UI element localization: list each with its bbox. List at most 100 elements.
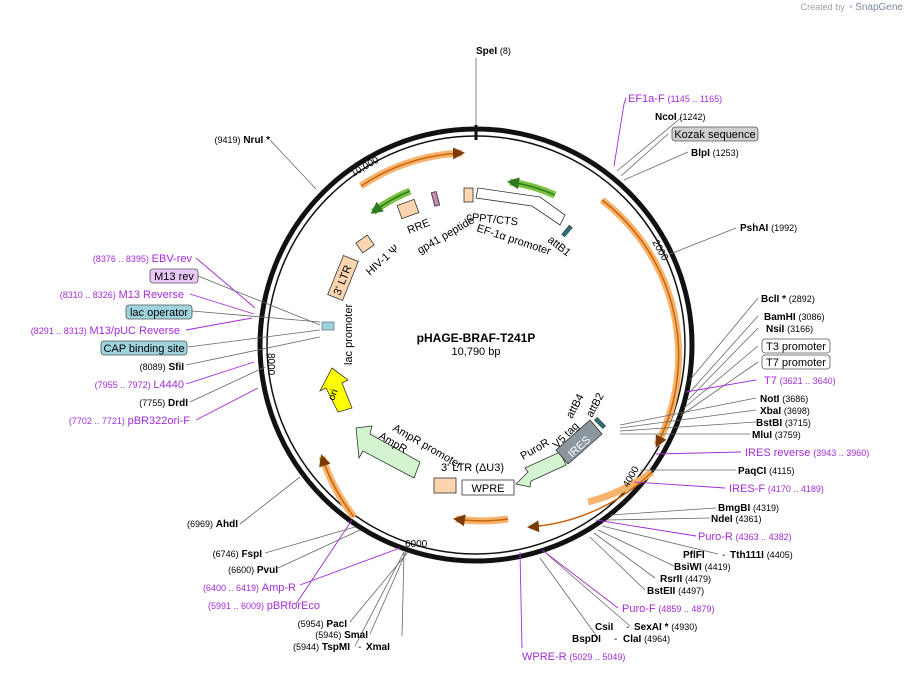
site-label-27[interactable]: XmaI [366, 642, 390, 653]
label-name: NotI [760, 394, 780, 405]
tick-6000: 6000 [405, 539, 428, 550]
site-label-15[interactable]: PflFI [683, 550, 705, 561]
leader-19 [601, 525, 719, 555]
leader-34 [187, 329, 321, 348]
label-name: M13/pUC Reverse [90, 325, 180, 337]
label-pos: (5944) [293, 642, 319, 652]
site-label-26[interactable]: (5944) TspMI [293, 642, 350, 653]
site-label-30[interactable]: (6969) AhdI [187, 519, 238, 530]
site-label-29[interactable]: (6746) FspI [213, 549, 263, 560]
primer-label-6[interactable]: WPRE-R (5029 .. 5049) [522, 651, 625, 663]
label-pos: (7955 .. 7972) [95, 380, 151, 390]
site-label-7[interactable]: NsiI (3166) [766, 324, 813, 335]
label-name: M13 Reverse [119, 289, 184, 301]
label-name: BsiWI [674, 562, 702, 573]
site-label-25[interactable]: (5946) SmaI [315, 630, 368, 641]
label-pos: (1253) [713, 148, 739, 158]
label-name: SpeI [476, 46, 497, 57]
leader-5 [623, 151, 689, 181]
leader-7 [689, 297, 759, 381]
site-label-0[interactable]: SpeI (8) [476, 46, 511, 57]
site-label-31[interactable]: (7755) DrdI [139, 398, 188, 409]
site-label-18[interactable]: RsrII (4479) [660, 574, 711, 585]
site-label-24[interactable]: (5954) PacI [298, 619, 348, 630]
pair-dash-3: - [358, 642, 361, 653]
site-label-11[interactable]: MluI (3759) [752, 430, 801, 441]
leader-24 [539, 557, 599, 639]
primer-label-1[interactable]: T7 (3621 .. 3640) [764, 375, 836, 387]
site-label-5[interactable]: BclI * (2892) [761, 294, 815, 305]
label-pos: (4405) [767, 550, 793, 560]
leader-31 [239, 476, 301, 525]
t7p-box[interactable] [761, 354, 831, 370]
primer-label-3[interactable]: IRES-F (4170 .. 4189) [729, 483, 824, 495]
site-label-19[interactable]: BstEII (4497) [647, 586, 704, 597]
site-label-3[interactable]: BlpI (1253) [691, 148, 739, 159]
primer-label-10[interactable]: (7955 .. 7972) L4440 [95, 379, 184, 391]
primer-label-8[interactable]: (5991 .. 6009) pBRforEco [208, 600, 320, 612]
label-pos: (6600) [228, 565, 254, 575]
cap-box[interactable] [100, 340, 188, 356]
pair-dash-0: - [722, 550, 725, 561]
label-pos: (8291 .. 8313) [31, 326, 87, 336]
plasmid-size: 10,790 bp [452, 346, 501, 358]
label-pos: (8310 .. 8326) [60, 290, 116, 300]
site-label-28[interactable]: (6600) PvuI [228, 565, 278, 576]
lacop-box[interactable] [125, 304, 193, 320]
label-pos: (4361) [735, 514, 761, 524]
label-name: NruI * [243, 135, 270, 146]
label-pos: (7702 .. 7721) [69, 416, 125, 426]
site-label-6[interactable]: BamHI (3086) [764, 312, 824, 323]
primer-label-13[interactable]: (8376 .. 8395) EBV-rev [93, 253, 193, 265]
primer-leader-12 [185, 317, 253, 331]
label-name: SexAI * [634, 622, 669, 633]
leader-12 [619, 397, 757, 426]
site-label-12[interactable]: PaqCI (4115) [738, 466, 794, 477]
site-label-1[interactable]: (9419) NruI * [215, 135, 271, 146]
primer-label-11[interactable]: (8291 .. 8313) M13/pUC Reverse [31, 325, 180, 337]
leader-22 [589, 536, 646, 591]
site-label-17[interactable]: BsiWI (4419) [674, 562, 731, 573]
label-pos: (4479) [685, 574, 711, 584]
site-label-20[interactable]: CsiI [595, 622, 614, 633]
site-label-14[interactable]: NdeI (4361) [711, 514, 761, 525]
m13rev-box[interactable] [149, 268, 199, 284]
primer-leader-2 [685, 379, 757, 393]
leader-9 [687, 327, 759, 401]
site-label-32[interactable]: (8089) SfiI [140, 362, 185, 373]
primer-label-9[interactable]: (7702 .. 7721) pBR322ori-F [69, 415, 190, 427]
site-label-22[interactable]: BspDI [572, 634, 601, 645]
site-label-9[interactable]: XbaI (3698) [760, 406, 810, 417]
label-pos: (3943 .. 3960) [813, 448, 869, 458]
leader-17 [609, 507, 717, 516]
kozak-box[interactable] [671, 126, 759, 142]
label-name: pBRforEco [267, 600, 320, 612]
rre-box [396, 198, 420, 220]
site-label-10[interactable]: BstBI (3715) [756, 418, 811, 429]
site-label-13[interactable]: BmgBI (4319) [718, 503, 779, 514]
primer-label-2[interactable]: IRES reverse (3943 .. 3960) [745, 447, 869, 459]
site-label-21[interactable]: SexAI * (4930) [634, 622, 697, 633]
primer-label-12[interactable]: (8310 .. 8326) M13 Reverse [60, 289, 184, 301]
cds-arc-3-line [453, 514, 509, 527]
primer-label-0[interactable]: EF1a-F (1145 .. 1165) [628, 93, 722, 105]
snapgene-credit: Created by ◔ SnapGene [801, 2, 903, 13]
primer-label-7[interactable]: (6400 .. 6419) Amp-R [203, 582, 296, 594]
site-label-16[interactable]: Tth111I (4405) [730, 550, 793, 561]
label-name: FspI [241, 549, 262, 560]
primer-label-5[interactable]: Puro-F (4859 .. 4879) [622, 603, 714, 615]
t3-box[interactable] [761, 338, 831, 354]
site-label-8[interactable]: NotI (3686) [760, 394, 808, 405]
label-name: IRES-F [729, 483, 765, 495]
primer-label-4[interactable]: Puro-R (4363 .. 4382) [698, 531, 792, 543]
site-label-4[interactable]: PshAI (1992) [740, 223, 797, 234]
attb1-marker [561, 224, 573, 238]
site-label-23[interactable]: ClaI (4964) [623, 634, 670, 645]
site-label-2[interactable]: NcoI (1242) [655, 112, 705, 123]
green-arc-1 [509, 178, 557, 199]
lac-op-marker [321, 321, 335, 331]
label-ori: ori [326, 388, 340, 402]
pair-dash-1: - [626, 622, 629, 633]
lacop-label: lac operator [130, 307, 188, 319]
